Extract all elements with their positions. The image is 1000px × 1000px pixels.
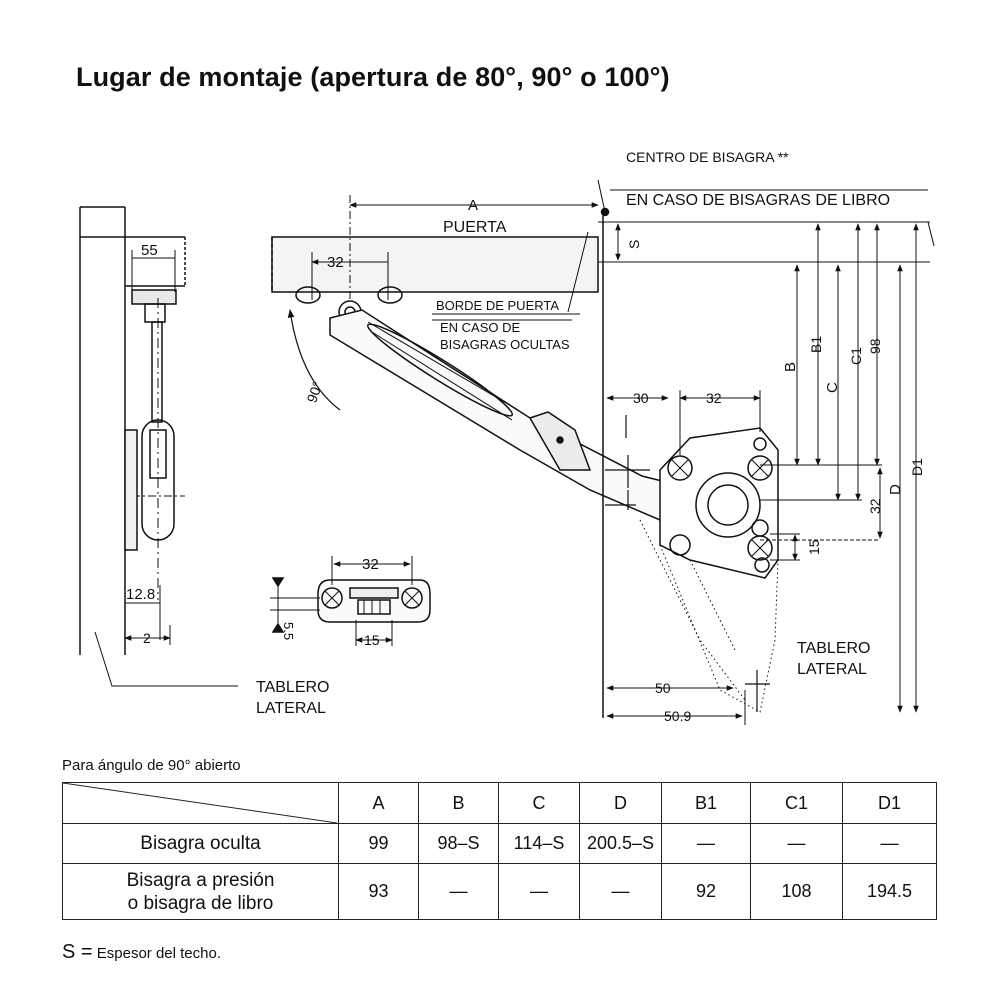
door-label: PUERTA (443, 219, 507, 236)
dim-55-label: 55 (141, 242, 158, 259)
dim-b-label: B (782, 362, 799, 372)
side-panel-left-label-2: LATERAL (256, 700, 326, 717)
table-cell: — (498, 863, 580, 920)
table-row: Bisagra a presión o bisagra de libro 93 … (62, 863, 937, 920)
side-panel-left-label: TABLERO (256, 679, 330, 696)
row-label: Bisagra a presión o bisagra de libro (62, 863, 339, 920)
dim-5-5-label: 5.5 (281, 622, 296, 640)
footnote-text: Espesor del techo. (96, 945, 221, 962)
table-caption: Para ángulo de 90° abierto (62, 757, 241, 774)
table-cell: — (750, 823, 843, 864)
table-cell: 98–S (418, 823, 499, 864)
dim-50-label: 50 (655, 680, 671, 696)
table-cell: — (579, 863, 662, 920)
dimensions-table: A B C D B1 C1 D1 Bisagra oculta 99 98–S … (62, 782, 937, 920)
door-edge-label: BORDE DE PUERTA (436, 298, 559, 313)
hinge-arm (329, 309, 779, 713)
dim-15-detail-label: 15 (364, 632, 380, 648)
door-panel (271, 195, 599, 411)
column-header: D (579, 782, 662, 824)
table-header-row: A B C D B1 C1 D1 (62, 782, 937, 824)
dim-90deg-label: 90° (303, 379, 325, 404)
dim-2-label: 2 (143, 630, 151, 646)
column-header: C (498, 782, 580, 824)
dim-c1-label: C1 (848, 347, 864, 365)
table-corner-cell (62, 782, 339, 824)
footnote-symbol: S = (62, 941, 93, 963)
dim-50-9-label: 50.9 (664, 708, 691, 724)
page-title: Lugar de montaje (apertura de 80°, 90° o… (76, 62, 670, 92)
column-header: C1 (750, 782, 843, 824)
dim-98-label: 98 (867, 338, 883, 354)
footnote: S = Espesor del techo. (62, 941, 221, 964)
column-header: A (338, 782, 419, 824)
hinge-center-label: CENTRO DE BISAGRA ** (626, 149, 789, 165)
column-header: D1 (842, 782, 937, 824)
dim-b1-label: B1 (808, 336, 824, 353)
table-row: Bisagra oculta 99 98–S 114–S 200.5–S — —… (62, 823, 937, 864)
column-header: B1 (661, 782, 751, 824)
table-cell: 92 (661, 863, 751, 920)
dim-c-label: C (824, 382, 841, 393)
table-cell: 99 (338, 823, 419, 864)
table-cell: 194.5 (842, 863, 937, 920)
dim-32-door-label: 32 (327, 254, 344, 271)
dim-30-label: 30 (633, 390, 649, 406)
dim-32-vertical-label: 32 (867, 498, 883, 514)
table-cell: 108 (750, 863, 843, 920)
dim-32-plate-label: 32 (706, 390, 722, 406)
corner-diagonal (63, 783, 337, 823)
hidden-hinge-label-1: EN CASO DE (440, 320, 521, 335)
table-cell: — (418, 863, 499, 920)
dim-12-8-label: 12.8 (126, 586, 155, 603)
row-label-line-2: o bisagra de libro (127, 892, 274, 914)
plate-detail (270, 556, 431, 646)
column-header: B (418, 782, 499, 824)
side-panel-right-label-2: LATERAL (797, 661, 867, 678)
dim-s-label: S (626, 240, 642, 249)
cabinet-dimensions (597, 179, 935, 725)
dim-d1-label: D1 (909, 458, 925, 476)
dim-d-label: D (887, 484, 904, 495)
table-cell: — (842, 823, 937, 864)
side-panel-right-label: TABLERO (797, 640, 871, 657)
dim-a-label: A (468, 197, 478, 214)
table-cell: 93 (338, 863, 419, 920)
table-cell: — (661, 823, 751, 864)
dim-32-detail-label: 32 (362, 556, 379, 573)
table-cell: 114–S (498, 823, 580, 864)
table-cell: 200.5–S (579, 823, 662, 864)
hidden-hinge-label-2: BISAGRAS OCULTAS (440, 337, 570, 352)
row-label: Bisagra oculta (62, 823, 339, 864)
side-view-left (79, 206, 238, 687)
dim-15-plate-label: 15 (806, 539, 822, 555)
row-label-line-1: Bisagra a presión (126, 869, 275, 891)
book-hinge-case-label: EN CASO DE BISAGRAS DE LIBRO (626, 192, 890, 209)
